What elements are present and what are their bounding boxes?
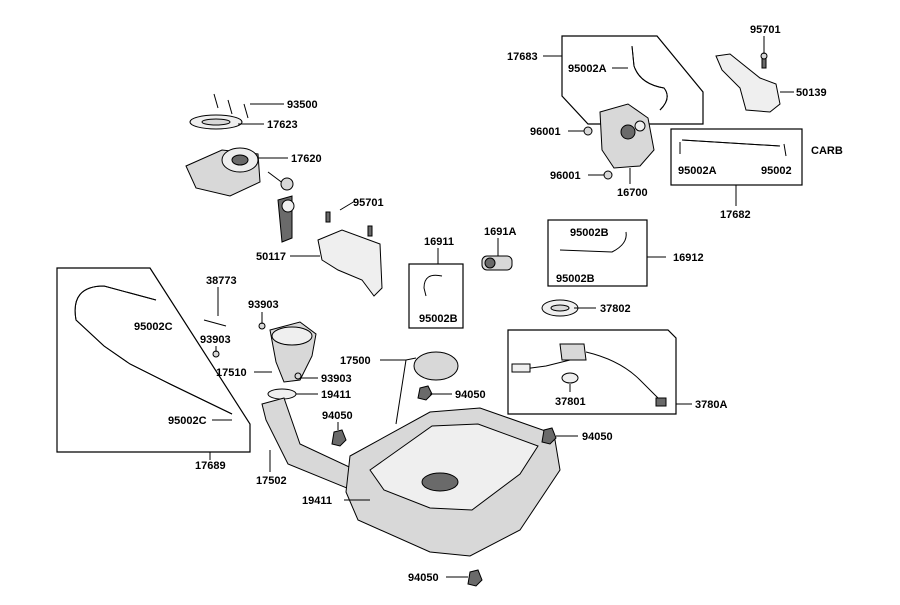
label-17500: 17500 [340, 355, 371, 367]
gasket-37801 [561, 372, 579, 384]
screw-93500-c [243, 103, 249, 119]
nut-94050-b [331, 429, 347, 447]
label-95701-mid: 95701 [353, 197, 384, 209]
label-17682: 17682 [720, 209, 751, 221]
clamp-19411-a [267, 388, 297, 400]
nut-94050-d [467, 569, 483, 587]
label-37801: 37801 [555, 396, 586, 408]
label-95002A-mid: 95002A [678, 165, 717, 177]
fitting-38773 [203, 319, 227, 327]
key-ring-17620 [281, 199, 295, 213]
label-94050-b: 94050 [322, 410, 353, 422]
label-96001-a: 96001 [530, 126, 561, 138]
label-17620: 17620 [291, 153, 322, 165]
label-95002C-b: 95002C [168, 415, 207, 427]
label-16912: 16912 [673, 252, 704, 264]
sender-wire-3780A [585, 351, 661, 401]
label-93500: 93500 [287, 99, 318, 111]
label-95701-top: 95701 [750, 24, 781, 36]
screw-96001-a [583, 126, 593, 136]
nut-94050-c [541, 427, 557, 445]
label-95002C-a: 95002C [134, 321, 173, 333]
clip-95002-mid [783, 143, 787, 157]
bolt-95701-mid-b [367, 225, 373, 237]
filler-neck-17510-top [271, 326, 313, 346]
label-94050-d: 94050 [408, 572, 439, 584]
label-17510: 17510 [216, 367, 247, 379]
label-38773: 38773 [206, 275, 237, 287]
label-94050-c: 94050 [582, 431, 613, 443]
label-1691A: 1691A [484, 226, 516, 238]
label-93903-b: 93903 [200, 334, 231, 346]
fuel-pump-16700-port [620, 124, 636, 140]
label-19411-a: 19411 [321, 389, 351, 401]
gasket-17623-hole [201, 118, 231, 126]
label-3780A: 3780A [695, 399, 727, 411]
sender-float-3780A [511, 363, 531, 373]
group-box-16912 [547, 219, 648, 287]
hose-17683-inner [631, 45, 668, 111]
group-box-16911 [408, 263, 464, 329]
label-17683: 17683 [507, 51, 538, 63]
key-head-17620 [280, 177, 294, 191]
label-19411-b: 19411 [302, 495, 332, 507]
screw-93500-b [227, 99, 233, 115]
group-box-3780A [507, 329, 677, 415]
hose-17689 [74, 285, 233, 415]
screw-93500-a [213, 93, 219, 109]
fuel-cap-17620-center [231, 154, 249, 166]
label-95002B-c: 95002B [419, 313, 458, 325]
hose-16911 [423, 274, 443, 297]
fuel-tank-17500-plate [413, 351, 459, 381]
label-93903-c: 93903 [321, 373, 352, 385]
hose-17689-inner [74, 285, 233, 415]
nut-94050-a [417, 385, 433, 401]
label-50117: 50117 [256, 251, 286, 263]
label-95002-mid: 95002 [761, 165, 792, 177]
hose-17683 [631, 45, 668, 111]
label-93903-a: 93903 [248, 299, 279, 311]
label-95002A-top: 95002A [568, 63, 607, 75]
label-17502: 17502 [256, 475, 287, 487]
fuel-tank-17500-top [369, 423, 539, 511]
seal-37802-hole [550, 304, 570, 312]
label-16700: 16700 [617, 187, 648, 199]
sender-connector-3780A [655, 397, 667, 407]
label-16911: 16911 [424, 236, 454, 248]
screw-93903-c [294, 372, 302, 380]
hose-17682-inner [681, 139, 781, 147]
group-box-17683 [561, 35, 704, 125]
label-94050-a: 94050 [455, 389, 486, 401]
label-96001-b: 96001 [550, 170, 581, 182]
label-50139: 50139 [796, 87, 827, 99]
bracket-50117 [317, 229, 383, 297]
screw-96001-b [603, 170, 613, 180]
fuel-tank-17500-opening [421, 472, 459, 492]
fuel-valve-1691A-knob [484, 257, 496, 269]
fuel-pump-16700-cap [634, 120, 646, 132]
fuel-sender-3780A [559, 343, 587, 361]
label-17689: 17689 [195, 460, 226, 472]
label-95002B-b: 95002B [556, 273, 595, 285]
bolt-95701-mid [325, 211, 331, 223]
group-box-17689 [56, 267, 251, 453]
label-carb: CARB [811, 145, 843, 157]
label-95002B-a: 95002B [570, 227, 609, 239]
label-37802: 37802 [600, 303, 631, 315]
label-17623: 17623 [267, 119, 298, 131]
hose-16912 [559, 231, 627, 253]
bracket-50139 [715, 53, 781, 113]
callout-lines [209, 36, 794, 578]
